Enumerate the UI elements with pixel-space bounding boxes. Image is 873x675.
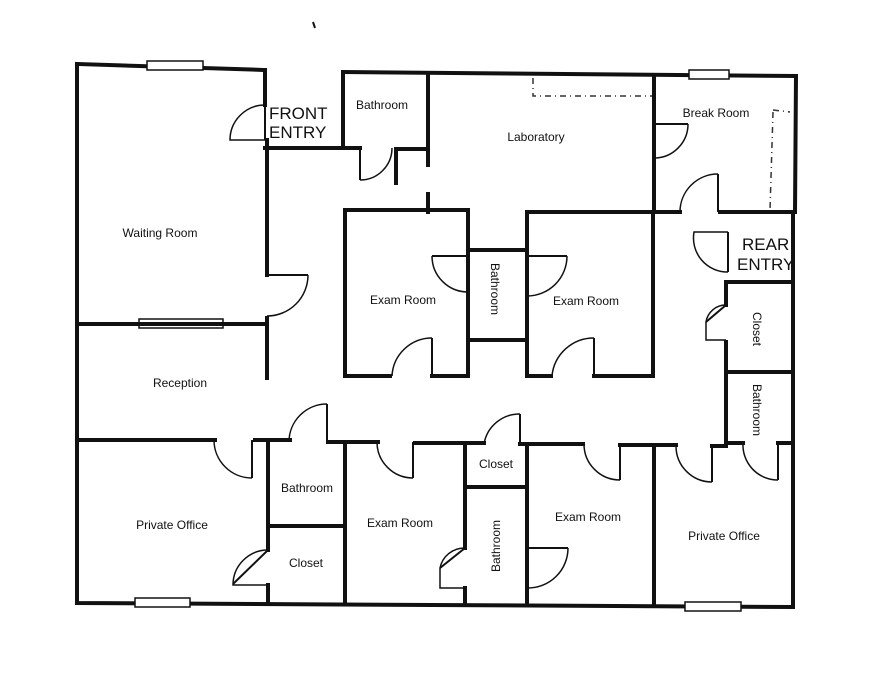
window-waiting-top [146, 60, 204, 71]
label-private-office-right: Private Office [688, 529, 760, 543]
label-bathroom-lower-left: Bathroom [281, 481, 333, 495]
label-front-entry-line2: ENTRY [269, 123, 326, 142]
label-rear-entry-line2: ENTRY [737, 255, 794, 274]
label-exam-room-upper-left: Exam Room [370, 293, 436, 307]
label-front-entry-line1: FRONT [269, 104, 328, 123]
room-labels: Waiting Room Reception Private Office Ba… [123, 98, 764, 572]
label-exam-room-lower-right: Exam Room [555, 510, 621, 524]
label-closet-lower-center: Closet [479, 457, 514, 471]
label-break-room: Break Room [683, 106, 750, 120]
label-bathroom-right: Bathroom [750, 384, 764, 436]
interior-walls [75, 72, 795, 608]
label-rear-entry-line1: REAR [742, 235, 789, 254]
label-laboratory: Laboratory [507, 130, 564, 144]
label-bathroom-front: Bathroom [356, 98, 408, 112]
label-waiting-room: Waiting Room [123, 226, 198, 240]
window-break-top [688, 69, 730, 80]
stray-mark [312, 21, 316, 29]
counters [532, 78, 791, 211]
label-closet-lower-left: Closet [289, 556, 324, 570]
label-bathroom-center: Bathroom [488, 263, 502, 315]
window-office-left-bottom [134, 597, 191, 608]
label-bathroom-lower-center: Bathroom [489, 520, 503, 572]
label-closet-right: Closet [750, 312, 764, 347]
windows [134, 60, 742, 612]
label-private-office-left: Private Office [136, 518, 208, 532]
window-office-right-bottom [684, 601, 742, 612]
label-reception: Reception [153, 376, 207, 390]
doors [213, 104, 779, 589]
label-exam-room-upper-right: Exam Room [553, 294, 619, 308]
entry-labels: FRONT ENTRY REAR ENTRY [269, 104, 794, 274]
label-exam-room-lower-left: Exam Room [367, 516, 433, 530]
